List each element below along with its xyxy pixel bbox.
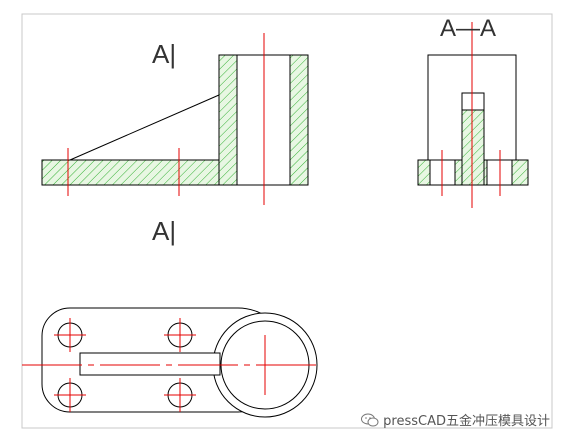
watermark: pressCAD五金冲压模具设计: [361, 410, 550, 429]
front-rib-edge: [69, 94, 220, 161]
section-view-title: A—A: [440, 15, 496, 42]
top-view: [22, 307, 320, 418]
section-rib: [461, 109, 485, 186]
section-mark-top: A|: [152, 39, 176, 69]
section-mark-bottom: A|: [152, 216, 176, 246]
front-view: A| A|: [41, 33, 309, 246]
section-rib-top: [461, 92, 485, 111]
sheet-frame: [21, 13, 553, 429]
front-base-plate: [41, 159, 238, 186]
watermark-text: pressCAD五金冲压模具设计: [383, 414, 550, 429]
top-rib-slot: [79, 352, 221, 376]
front-post-left-wall: [218, 54, 238, 186]
section-view: A—A: [417, 15, 529, 208]
wechat-icon: [361, 413, 379, 426]
front-post-right-wall: [289, 54, 309, 186]
